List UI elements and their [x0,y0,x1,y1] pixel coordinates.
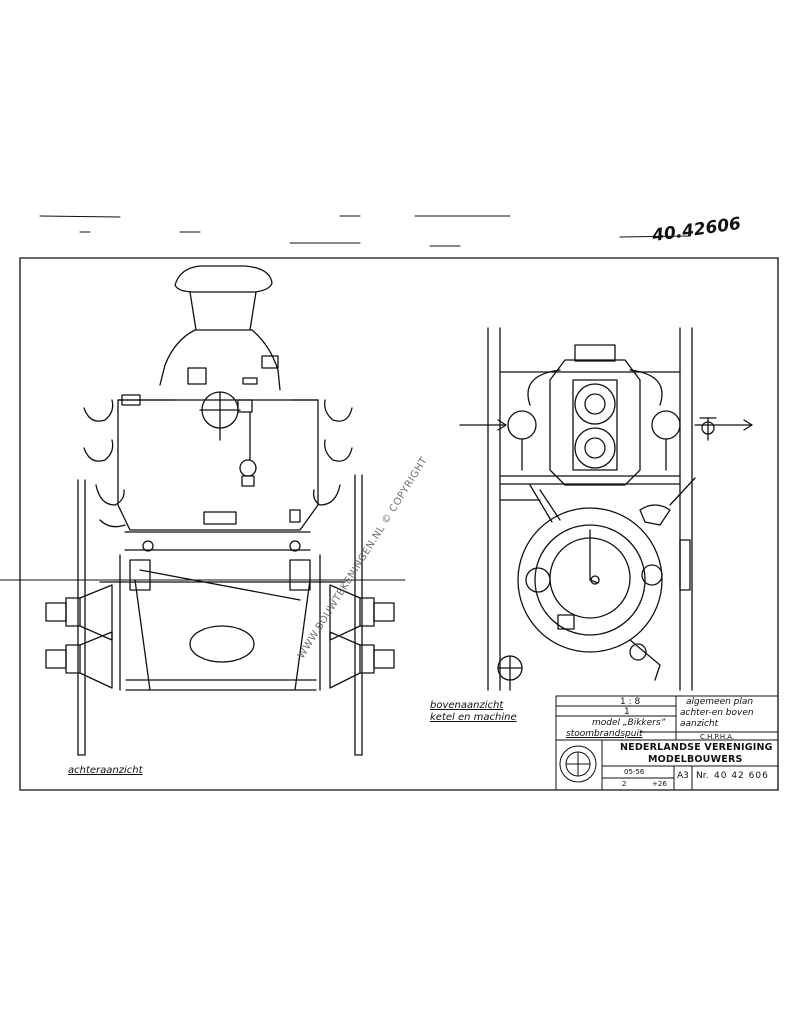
top-view-caption-line1: bovenaanzicht [430,700,504,711]
sheet-size: A3 [677,771,689,781]
drawn-by: C.H.P.H.A. [700,733,735,741]
number-label: Nr. [696,771,709,781]
organization-line1: NEDERLANDSE VERENIGING [620,742,773,753]
top-view [459,327,753,691]
rear-view [0,265,406,756]
scale-value: 1 : 8 [620,697,641,707]
description-line2: achter-en boven [680,708,754,718]
extra-code: 2 [622,780,627,788]
rear-view-caption: achteraanzicht [68,765,143,776]
top-view-caption-line2: ketel en machine [430,712,517,723]
title-block-frame [555,695,779,791]
subject-label: stoombrandspuit [566,729,643,739]
drawing-number: 40 42 606 [714,771,769,781]
description-line1: algemeen plan [686,697,754,707]
organization-line2: MODELBOUWERS [648,754,743,765]
extra-code-2: +26 [652,780,667,788]
sheet-count: 1 [624,707,630,717]
drawing-frame [19,257,779,791]
model-label: model „Bikkers” [592,718,666,728]
description-line3: aanzicht [680,719,719,729]
top-scan-marks [39,215,691,247]
date-value: 05-56 [624,768,645,776]
